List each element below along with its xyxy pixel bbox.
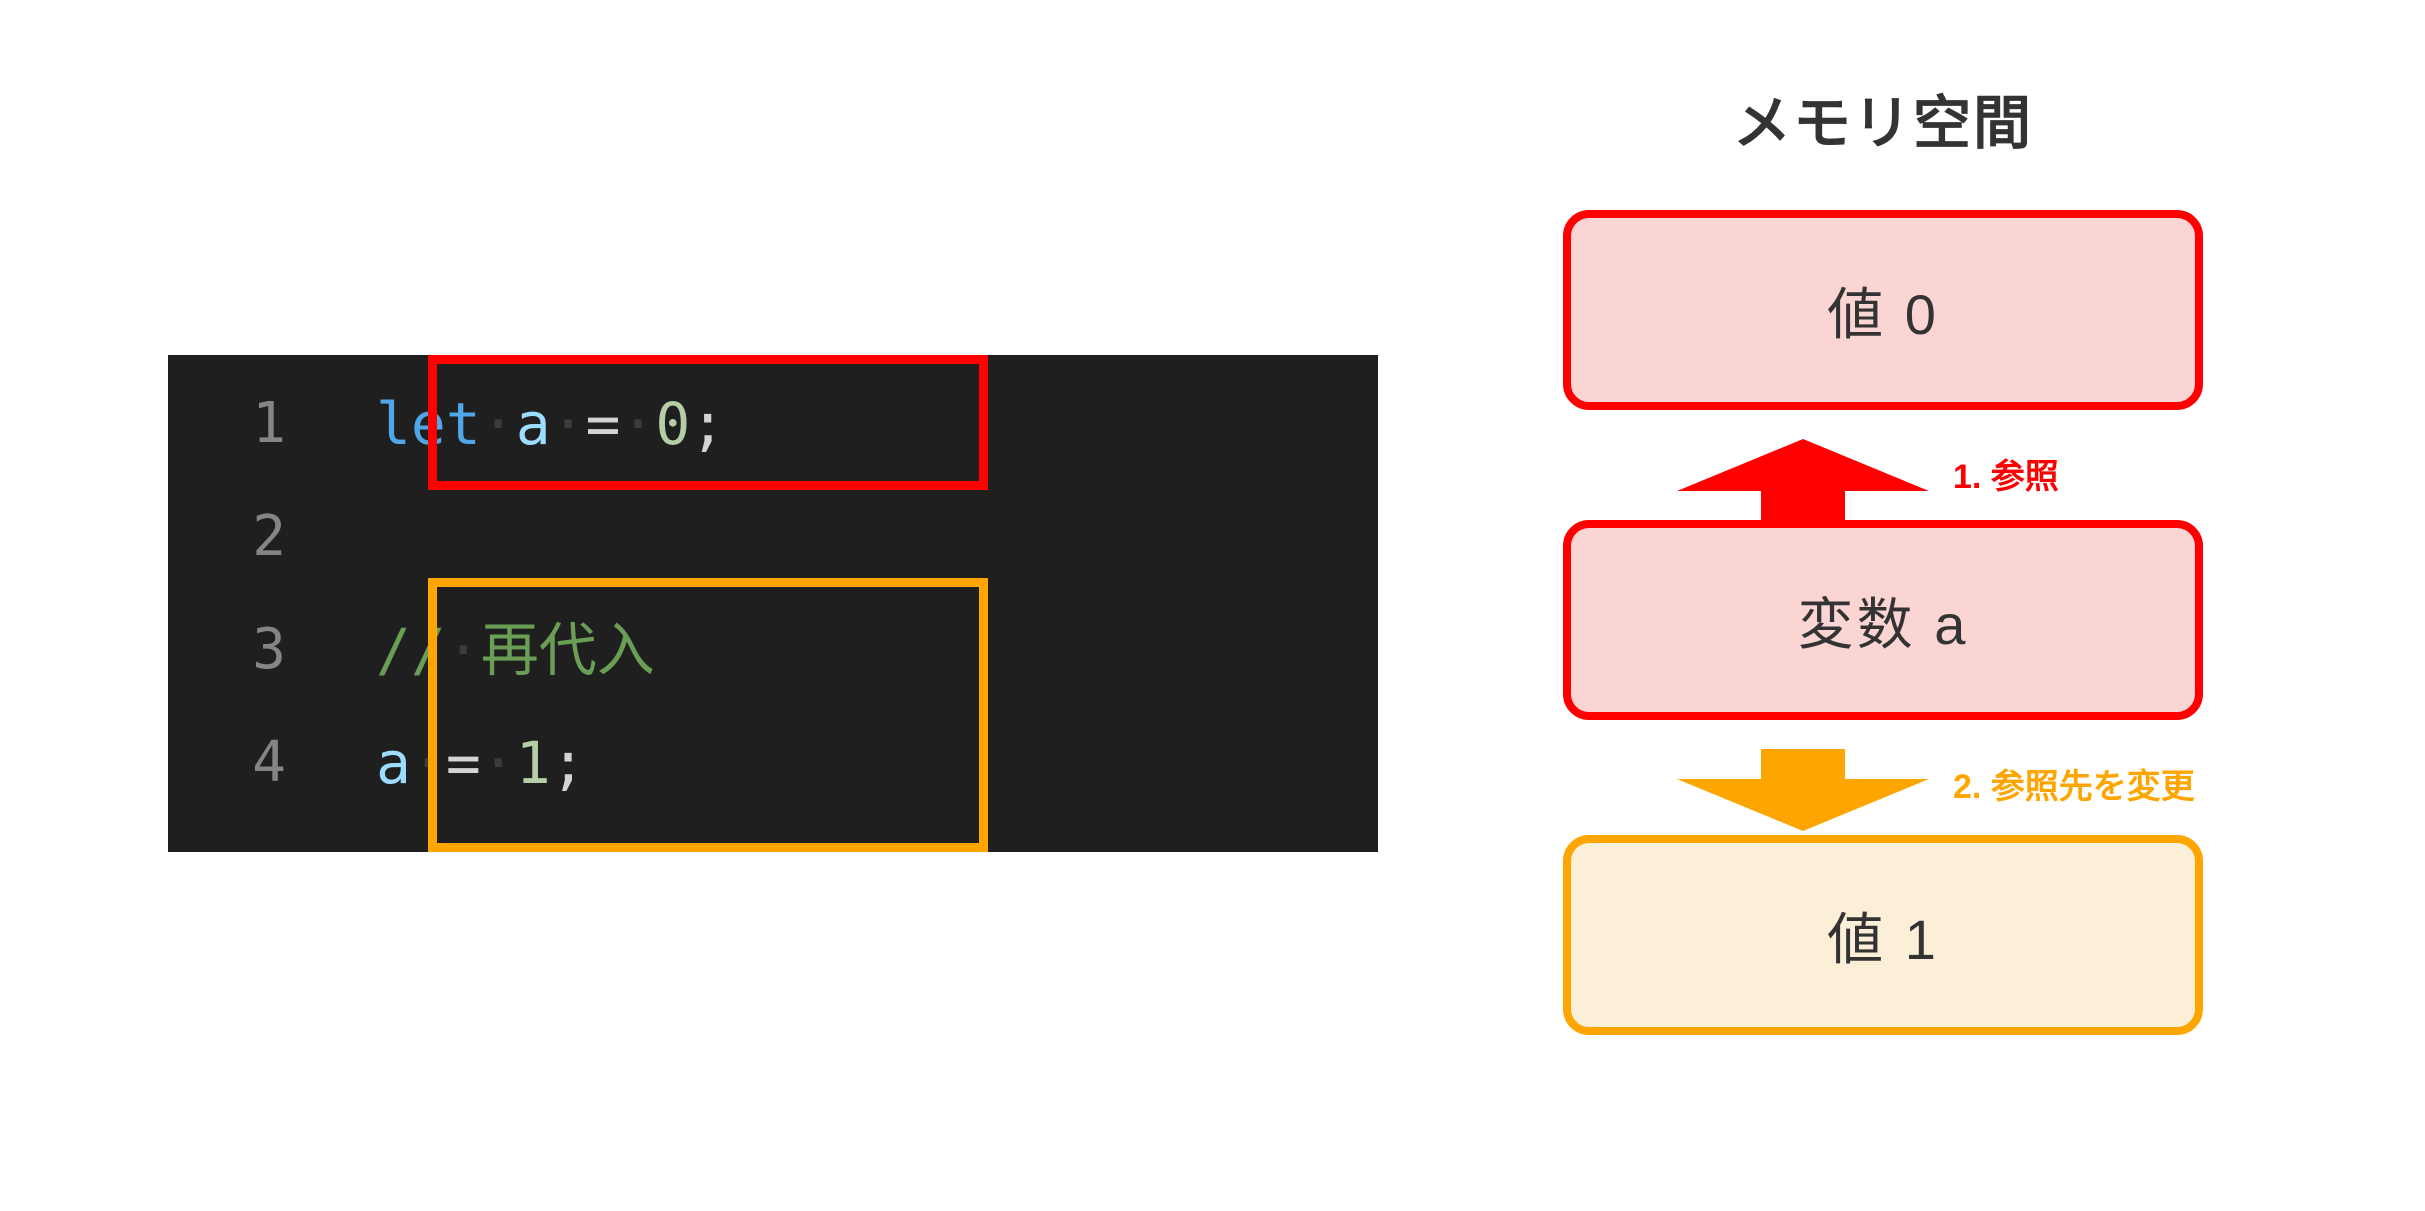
- memory-box-value0: 値 0: [1563, 210, 2203, 410]
- token-number: 1: [515, 728, 551, 797]
- token-variable: a: [376, 728, 411, 797]
- code-line-content: //·再代入: [348, 621, 1378, 679]
- code-editor-panel: 1 let·a·=·0; 2 3 //·再代入 4 a·=·1;: [168, 355, 1378, 852]
- reference-arrow-up: [1673, 435, 1933, 525]
- code-line-content: a·=·1;: [348, 734, 1378, 792]
- code-line-2: 2: [168, 480, 1378, 593]
- token-operator: =: [445, 728, 481, 797]
- memory-box-label: 値 0: [1827, 282, 1939, 346]
- token-whitespace-dot: ·: [550, 389, 586, 458]
- memory-box-label: 値 1: [1827, 907, 1939, 971]
- token-whitespace-dot: ·: [480, 389, 516, 458]
- change-reference-arrow-down: [1673, 745, 1933, 835]
- token-operator: =: [585, 389, 621, 458]
- token-variable: a: [515, 389, 551, 458]
- token-whitespace-dot: ·: [480, 728, 516, 797]
- token-whitespace-dot: ·: [620, 389, 656, 458]
- code-line-content: let·a·=·0;: [348, 395, 1378, 453]
- line-number: 3: [252, 616, 286, 682]
- memory-box-label: 変数 a: [1797, 592, 1969, 656]
- token-comment-text: 再代入: [480, 615, 655, 684]
- token-keyword: let: [376, 389, 481, 458]
- change-reference-arrow-label: 2. 参照先を変更: [1953, 768, 2195, 806]
- reference-arrow-label: 1. 参照: [1953, 458, 2059, 496]
- line-number: 1: [252, 390, 286, 456]
- line-number: 4: [252, 729, 286, 795]
- code-line-3: 3 //·再代入: [168, 593, 1378, 706]
- memory-box-value1: 値 1: [1563, 835, 2203, 1035]
- memory-box-variable: 変数 a: [1563, 520, 2203, 720]
- line-number: 2: [252, 503, 286, 569]
- token-whitespace-dot: ·: [445, 615, 481, 684]
- token-semicolon: ;: [690, 389, 726, 458]
- token-number: 0: [655, 389, 691, 458]
- token-comment-slashes: //: [376, 615, 446, 684]
- memory-diagram: メモリ空間 値 0 1. 参照 変数 a 2. 参照先を変更 値 1: [1533, 95, 2233, 1115]
- memory-diagram-title: メモリ空間: [1732, 91, 2033, 156]
- code-line-4: 4 a·=·1;: [168, 706, 1378, 819]
- token-semicolon: ;: [550, 728, 586, 797]
- token-whitespace-dot: ·: [410, 728, 446, 797]
- code-line-1: 1 let·a·=·0;: [168, 367, 1378, 480]
